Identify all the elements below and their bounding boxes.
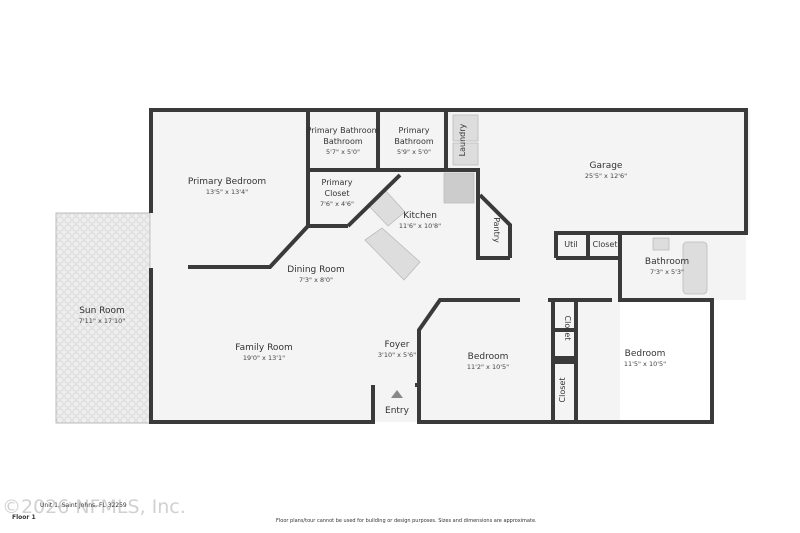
svg-text:Family Room: Family Room: [235, 343, 292, 353]
svg-text:Closet: Closet: [325, 189, 350, 198]
svg-text:Primary: Primary: [399, 126, 430, 135]
entry-arrow-icon: [391, 390, 403, 398]
svg-text:Primary Bedroom: Primary Bedroom: [188, 177, 266, 187]
svg-text:Garage: Garage: [590, 161, 623, 171]
svg-text:5'9" x 5'0": 5'9" x 5'0": [397, 148, 431, 156]
svg-text:Closet: Closet: [558, 378, 567, 403]
svg-text:13'5" x 13'4": 13'5" x 13'4": [206, 188, 248, 196]
walls: [149, 108, 748, 424]
svg-text:7'3" x 5'3": 7'3" x 5'3": [650, 268, 684, 276]
svg-text:7'3" x 8'0": 7'3" x 8'0": [299, 276, 333, 284]
disclaimer: Floor plans/tour cannot be used for buil…: [276, 518, 537, 524]
svg-text:5'7" x 5'0": 5'7" x 5'0": [326, 148, 360, 156]
svg-text:3'10" x 5'6": 3'10" x 5'6": [378, 351, 416, 359]
svg-text:Primary: Primary: [322, 178, 353, 187]
svg-text:Util: Util: [564, 240, 577, 249]
svg-text:19'0" x 13'1": 19'0" x 13'1": [243, 354, 285, 362]
svg-text:Bathroom: Bathroom: [645, 257, 689, 267]
svg-text:11'2" x 10'5": 11'2" x 10'5": [467, 363, 509, 371]
svg-text:Entry: Entry: [385, 406, 410, 416]
svg-text:Primary Bathroom: Primary Bathroom: [307, 126, 380, 135]
svg-text:Kitchen: Kitchen: [403, 211, 437, 221]
floor-label: Floor 1: [12, 514, 36, 521]
floor-fill: [55, 110, 800, 425]
svg-text:7'11" x 17'10": 7'11" x 17'10": [79, 317, 125, 325]
svg-text:Bathroom: Bathroom: [323, 137, 363, 146]
svg-text:Bedroom: Bedroom: [625, 349, 666, 359]
svg-text:Closet: Closet: [593, 240, 618, 249]
address: Unit 1, Saint Johns, FL 32259: [40, 502, 127, 509]
svg-text:Pantry: Pantry: [492, 217, 501, 243]
watermark: ©2026 NFMLS, Inc.: [2, 496, 186, 518]
fixtures: [364, 114, 708, 295]
svg-text:11'6" x 10'8": 11'6" x 10'8": [399, 222, 441, 230]
svg-text:Closet: Closet: [563, 316, 572, 341]
svg-text:Dining Room: Dining Room: [287, 265, 345, 275]
svg-text:Laundry: Laundry: [458, 123, 467, 156]
svg-text:Bedroom: Bedroom: [468, 352, 509, 362]
svg-text:Sun Room: Sun Room: [79, 306, 125, 316]
svg-text:Bathroom: Bathroom: [394, 137, 434, 146]
svg-text:11'5" x 10'5": 11'5" x 10'5": [624, 360, 666, 368]
svg-text:7'6" x 4'6": 7'6" x 4'6": [320, 200, 354, 208]
svg-text:25'5" x 12'6": 25'5" x 12'6": [585, 172, 627, 180]
svg-text:Foyer: Foyer: [385, 340, 410, 350]
